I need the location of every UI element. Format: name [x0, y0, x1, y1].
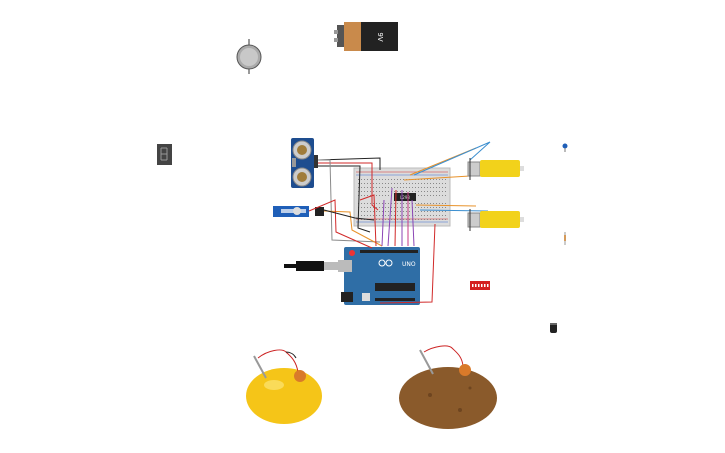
- capacitor[interactable]: [550, 323, 557, 333]
- arduino-uno[interactable]: UNO: [284, 247, 420, 305]
- motor-driver-ic[interactable]: L293: [394, 193, 416, 201]
- battery-label: 9V: [376, 32, 384, 41]
- wires[interactable]: [308, 141, 491, 304]
- lemon-battery[interactable]: [246, 349, 322, 424]
- seven-segment-display[interactable]: [157, 144, 172, 165]
- dc-gear-motor-top[interactable]: [467, 158, 524, 180]
- coin-cell-battery[interactable]: [236, 39, 262, 74]
- ultrasonic-sensor[interactable]: [291, 138, 318, 188]
- potato-battery[interactable]: [399, 345, 497, 429]
- dip-switch[interactable]: [470, 281, 490, 290]
- arduino-label: UNO: [402, 261, 416, 268]
- micro-servo[interactable]: [273, 206, 324, 217]
- resistor[interactable]: [564, 232, 566, 245]
- dc-gear-motor-bottom[interactable]: [467, 209, 524, 231]
- blue-led[interactable]: [562, 143, 568, 153]
- 9v-battery[interactable]: 9V: [334, 22, 398, 51]
- svg-text:L293: L293: [400, 195, 410, 200]
